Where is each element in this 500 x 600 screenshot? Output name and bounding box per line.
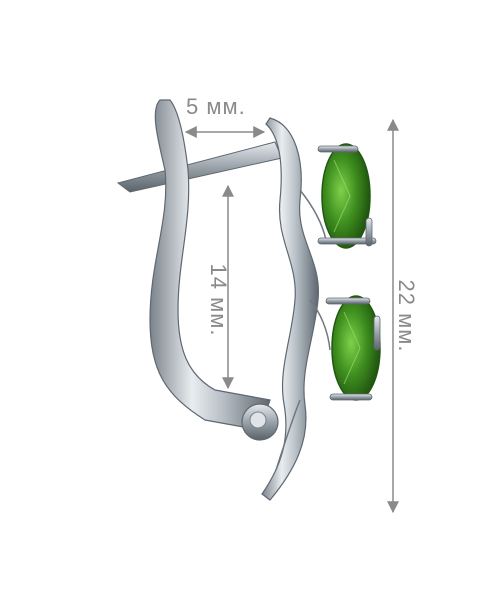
dimension-lines xyxy=(184,118,399,514)
width-dimension-label: 5 мм. xyxy=(186,94,246,119)
earring-front-frame xyxy=(261,117,331,501)
earring-hook xyxy=(116,99,283,441)
bottom-green-gem xyxy=(325,295,381,401)
inner-height-dimension-label: 14 мм. xyxy=(206,263,231,337)
total-height-dimension-label: 22 мм. xyxy=(394,279,419,353)
top-green-gem xyxy=(317,143,377,249)
